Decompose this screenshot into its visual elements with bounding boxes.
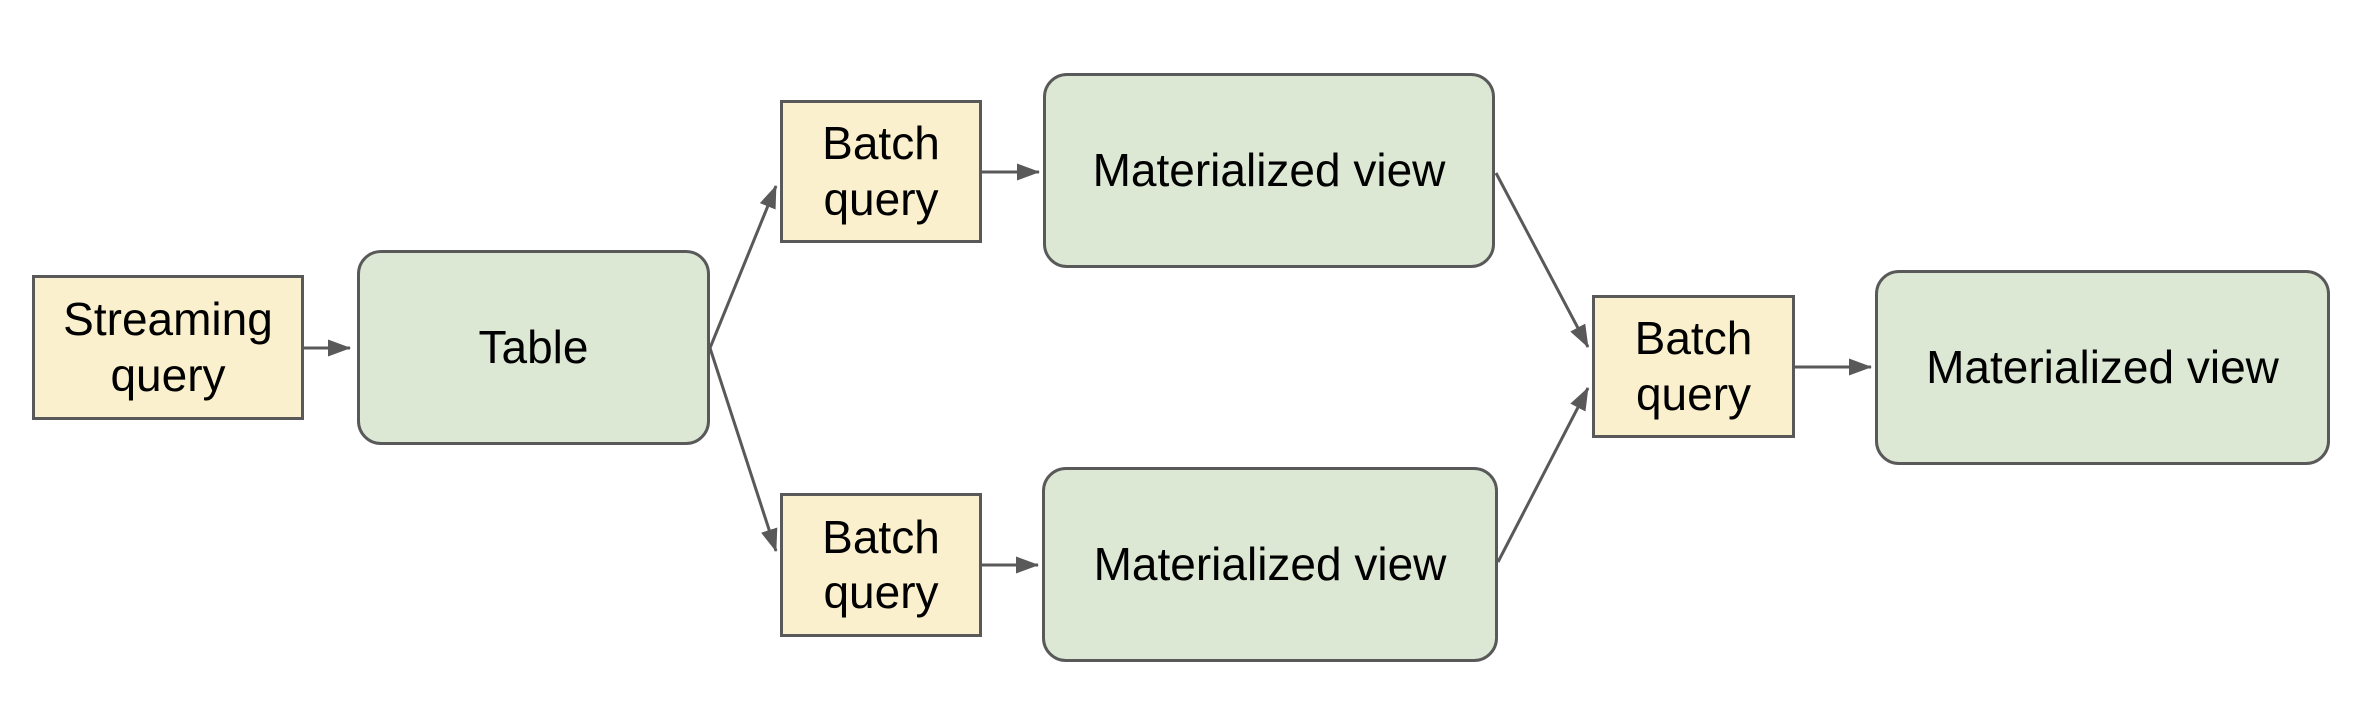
node-materialized-view-final: Materialized view [1875,270,2330,465]
node-label: Materialized view [1092,143,1446,196]
node-label: Materialized view [1093,537,1447,590]
edge-materialized-view-top-to-batch-query-right [1494,172,1590,348]
node-materialized-view-bottom: Materialized view [1042,467,1498,662]
edge-table-to-batch-query-top [708,185,778,349]
node-label: Materialized view [1926,340,2279,393]
node-label: Table [478,320,589,373]
node-streaming-query: Streaming query [32,275,304,420]
node-batch-query-right: Batch query [1592,295,1795,438]
node-materialized-view-top: Materialized view [1043,73,1495,268]
node-batch-query-top: Batch query [780,100,982,243]
node-label: Batch query [822,510,940,618]
edge-materialized-view-bottom-to-batch-query-right [1496,387,1590,563]
node-label: Streaming query [63,293,273,401]
node-label: Batch query [1634,312,1753,420]
node-table: Table [357,250,710,445]
node-batch-query-bottom: Batch query [780,493,982,637]
edge-table-to-batch-query-bottom [708,347,778,552]
node-label: Batch query [822,117,940,225]
